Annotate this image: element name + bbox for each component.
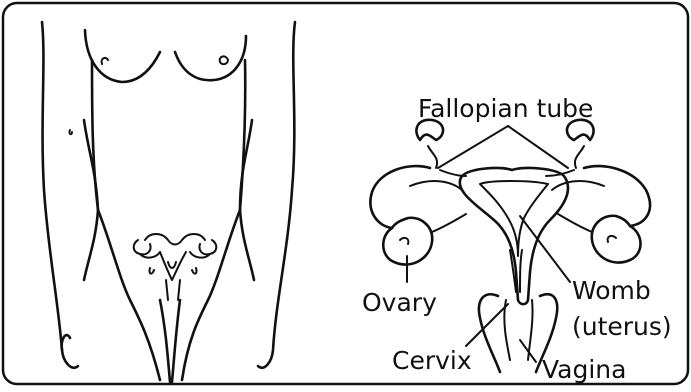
- small-uterus: [134, 234, 217, 300]
- pointer-tube-right: [508, 126, 568, 168]
- label-womb: Womb: [572, 278, 651, 303]
- label-cervix: Cervix: [392, 348, 472, 373]
- label-vagina: Vagina: [542, 357, 626, 382]
- uterus-body: [460, 168, 568, 304]
- label-fallopian-tube: Fallopian tube: [418, 96, 593, 121]
- label-ovary: Ovary: [362, 290, 437, 315]
- pointer-tube-left: [438, 126, 508, 168]
- body-outline: [42, 22, 295, 382]
- label-uterus: (uterus): [572, 314, 672, 339]
- ovary-right: [592, 216, 641, 263]
- vagina: [479, 294, 500, 372]
